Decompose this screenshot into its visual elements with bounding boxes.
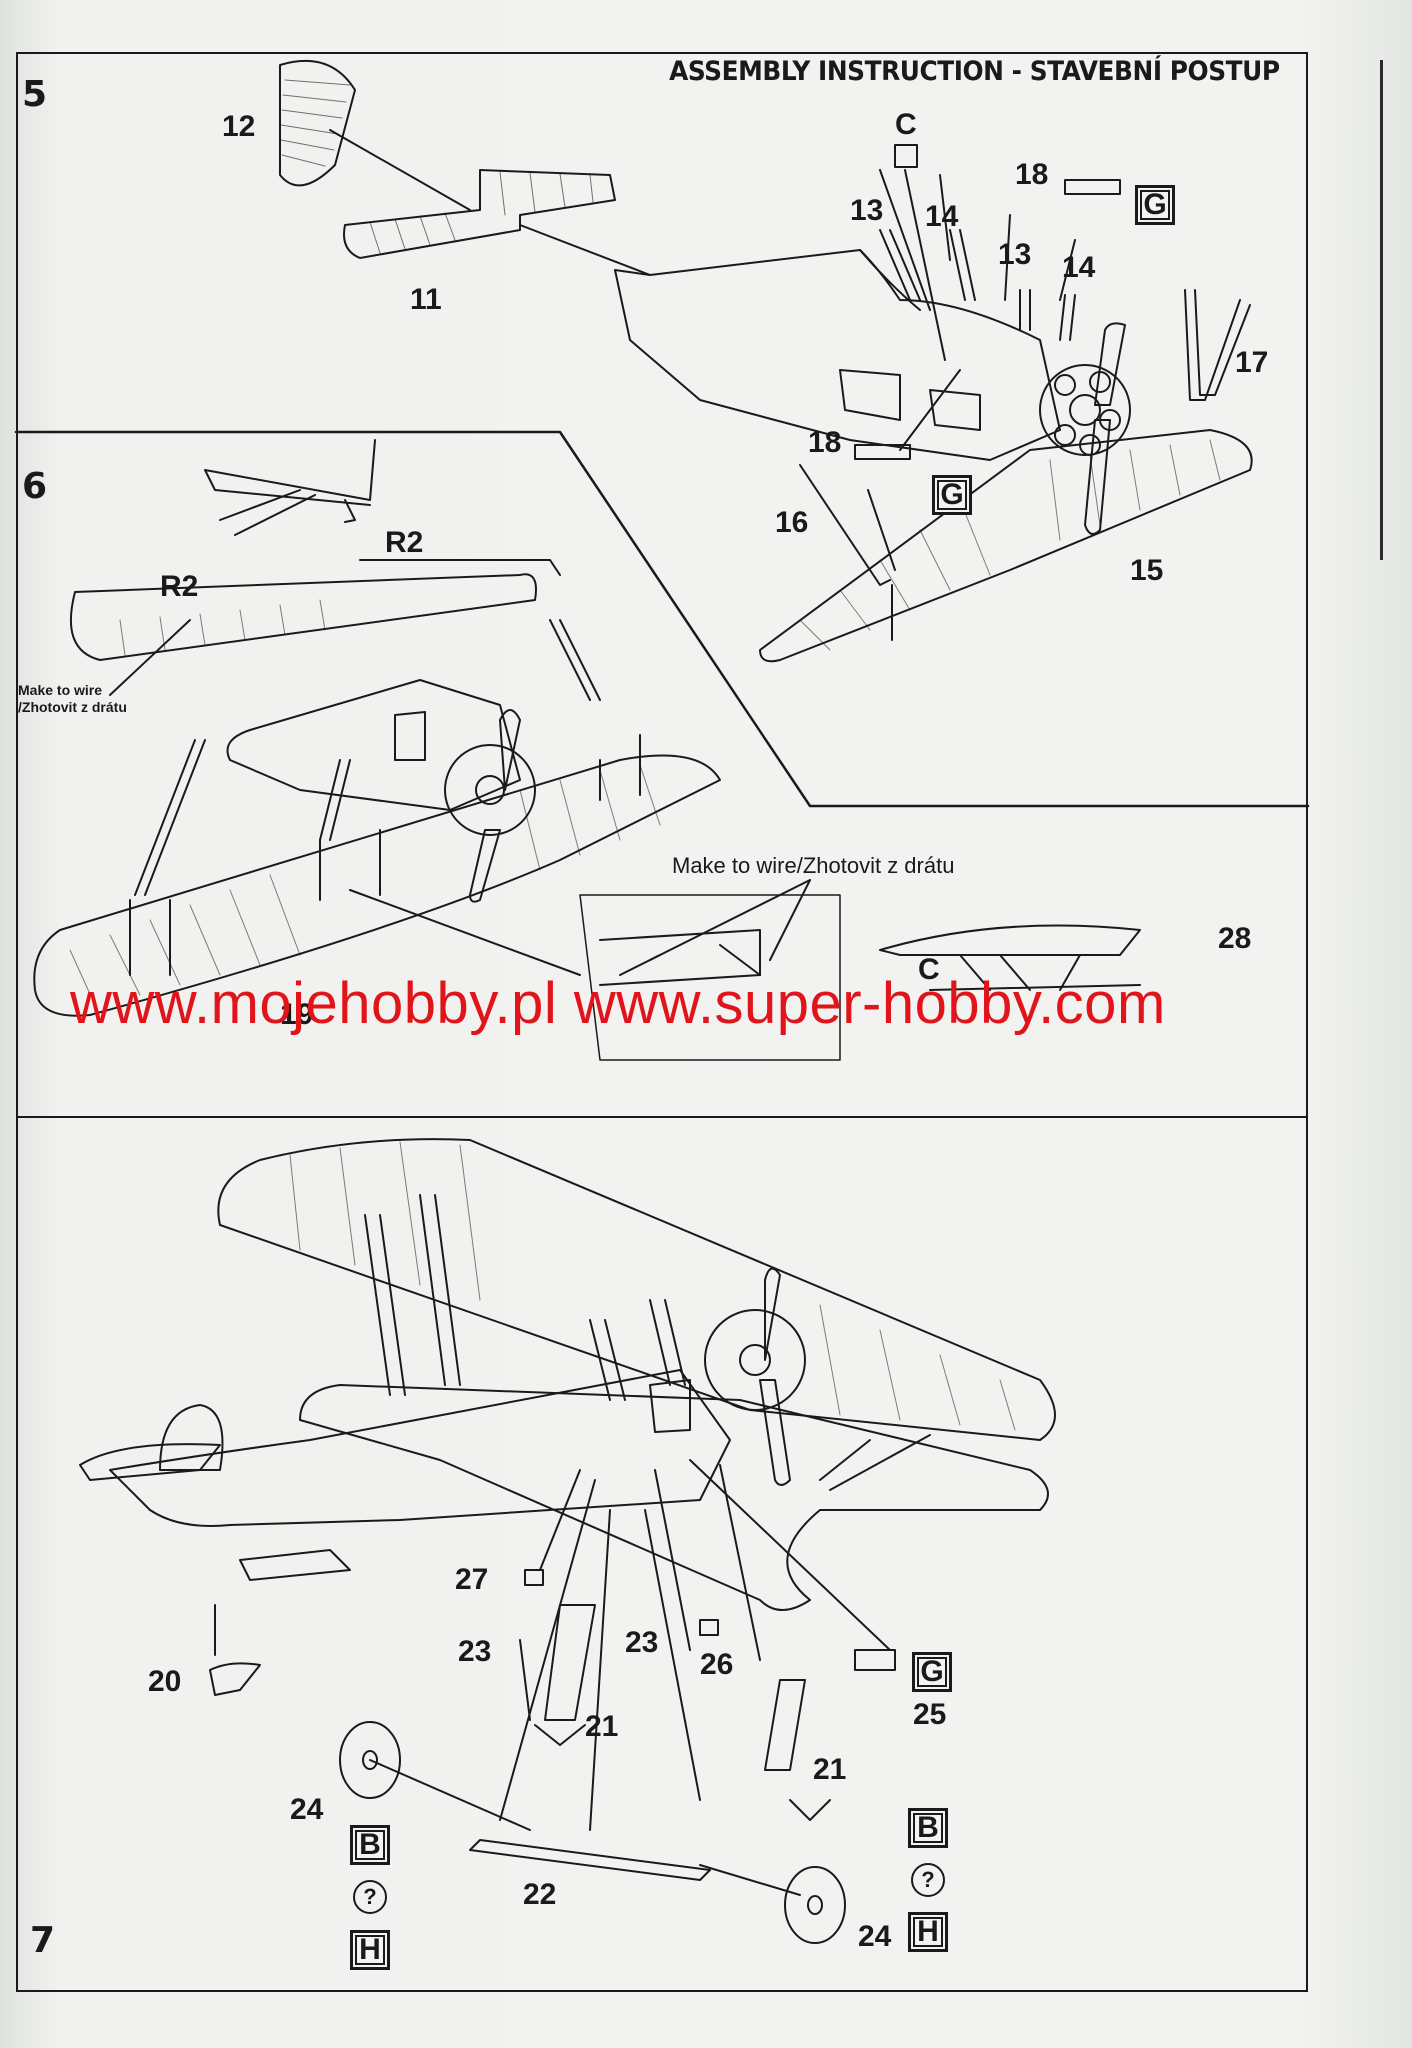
step-number-6: 6 (22, 466, 48, 507)
callout-18-top: 18 (1015, 158, 1049, 191)
step7-fuselage (109, 1369, 731, 1527)
box-H-left: H (350, 1930, 390, 1970)
page-edge-bar (1380, 60, 1383, 560)
callout-13-a: 13 (850, 194, 884, 227)
callout-13-b: 13 (998, 238, 1032, 271)
side-view-wings (879, 924, 1141, 956)
box-B-right: B (908, 1808, 948, 1848)
callout-16: 16 (775, 506, 809, 539)
page-frame (16, 52, 1308, 1992)
watermark-text: www.mojehobby.pl www.super-hobby.com (70, 971, 1166, 1036)
callout-22: 22 (523, 1878, 557, 1911)
callout-25: 25 (913, 1698, 947, 1731)
callout-21-a: 21 (585, 1710, 619, 1743)
callout-24-left: 24 (290, 1793, 324, 1826)
callout-19: 19 (280, 998, 314, 1031)
callout-28: 28 (1218, 922, 1252, 955)
rudder-part (279, 59, 356, 187)
callout-14-a: 14 (925, 200, 959, 233)
engine-part (1039, 364, 1131, 456)
propeller-part (1094, 322, 1126, 406)
step6-upper-wing (69, 573, 537, 661)
box-G-step7: G (912, 1652, 952, 1692)
callout-18-bottom: 18 (808, 426, 842, 459)
step-number-5: 5 (22, 74, 48, 115)
tailplane-part (343, 169, 616, 259)
step6-fuselage (226, 679, 521, 811)
callout-14-b: 14 (1062, 251, 1096, 284)
callout-20: 20 (148, 1665, 182, 1698)
note-make-to-wire-left: Make to wire /Zhotovit z drátu (18, 682, 127, 715)
arrow-11 (519, 224, 651, 276)
callout-23-b: 23 (625, 1626, 659, 1659)
callout-17: 17 (1235, 346, 1269, 379)
step7-upper-wing (217, 1138, 1056, 1441)
note-make-to-wire-center: Make to wire/Zhotovit z drátu (672, 853, 955, 878)
question-mark-right: ? (911, 1863, 945, 1897)
callout-26: 26 (700, 1648, 734, 1681)
callout-R2-wing: R2 (160, 570, 199, 603)
box-G-bottom: G (932, 475, 972, 515)
callout-C-step5: C (895, 108, 917, 141)
step5-panel-divider (14, 430, 1310, 808)
lower-wing-part (759, 429, 1253, 663)
callout-27: 27 (455, 1563, 489, 1596)
callout-24-right: 24 (858, 1920, 892, 1953)
box-H-right: H (908, 1912, 948, 1952)
wheel-right (784, 1866, 846, 1944)
callout-23-a: 23 (458, 1635, 492, 1668)
box-G-top: G (1135, 185, 1175, 225)
callout-11: 11 (410, 283, 442, 316)
wheel-left (339, 1721, 401, 1799)
callout-21-b: 21 (813, 1753, 847, 1786)
step7-lower-wing (299, 1384, 1049, 1611)
page-header-title: ASSEMBLY INSTRUCTION - STAVEBNÍ POSTUP (669, 56, 1280, 87)
callout-15: 15 (1130, 554, 1164, 587)
step-number-7: 7 (30, 1920, 56, 1961)
step6-lower-wing (33, 754, 721, 1017)
callout-12: 12 (222, 110, 256, 143)
box-B-left: B (350, 1825, 390, 1865)
callout-R2-detail: R2 (385, 526, 424, 559)
question-mark-left: ? (353, 1880, 387, 1914)
callout-C-step6: C (918, 953, 940, 986)
divider-step6-step7 (16, 1116, 1308, 1118)
arrow-12 (329, 129, 471, 211)
